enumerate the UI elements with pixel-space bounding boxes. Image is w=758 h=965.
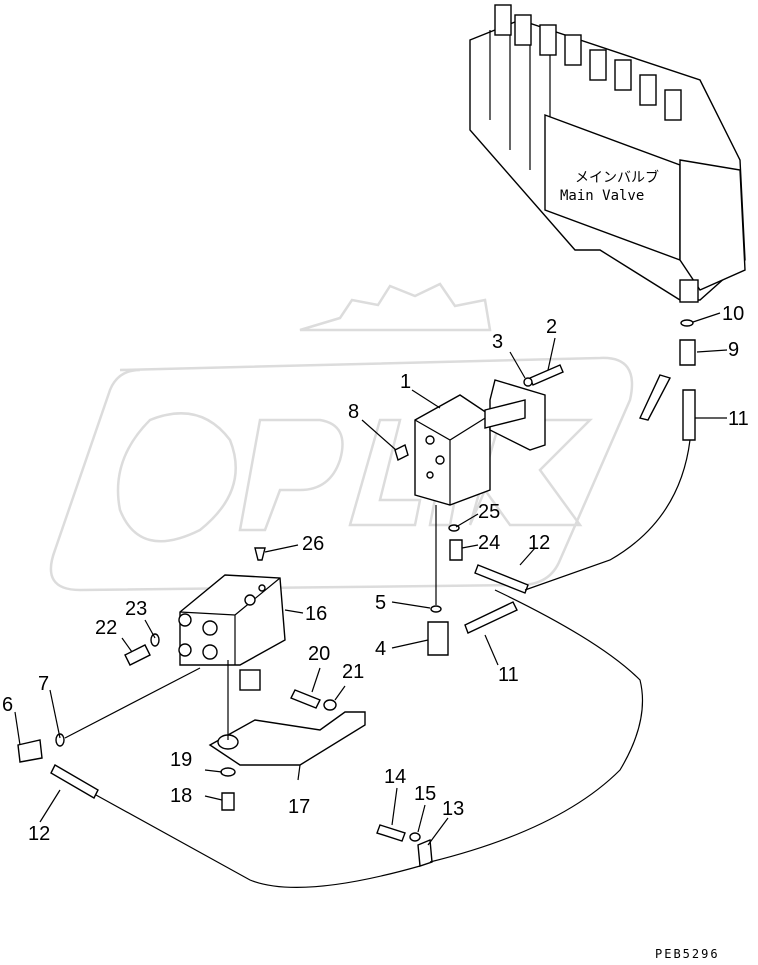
leader-lines xyxy=(14,312,728,846)
part-number-labels: 1 2 3 4 5 6 7 8 9 10 11 11 12 12 13 14 1… xyxy=(2,303,749,845)
part-label-15: 15 xyxy=(414,783,436,805)
part-label-25: 25 xyxy=(478,501,500,523)
part-label-19: 19 xyxy=(170,749,192,771)
part-label-10: 10 xyxy=(722,303,744,325)
part-label-4: 4 xyxy=(375,638,386,660)
part-label-6: 6 xyxy=(2,694,13,716)
part-label-3: 3 xyxy=(492,331,503,353)
part-label-13: 13 xyxy=(442,798,464,820)
part-label-23: 23 xyxy=(125,598,147,620)
part-label-9: 9 xyxy=(728,339,739,361)
part-label-17: 17 xyxy=(288,796,310,818)
part-label-20: 20 xyxy=(308,643,330,665)
part-label-5: 5 xyxy=(375,592,386,614)
part-label-26: 26 xyxy=(302,533,324,555)
part-label-22: 22 xyxy=(95,617,117,639)
bracket-part-17 xyxy=(208,711,366,766)
part-label-11-upper: 11 xyxy=(728,408,749,430)
part-label-8: 8 xyxy=(348,401,359,423)
main-valve-label-en: Main Valve xyxy=(560,188,644,204)
part-label-21: 21 xyxy=(342,661,364,683)
part-label-7: 7 xyxy=(38,673,49,695)
part-label-12-lower: 12 xyxy=(28,823,50,845)
part-label-16: 16 xyxy=(305,603,327,625)
part-label-11-lower: 11 xyxy=(498,664,519,686)
part-label-12-upper: 12 xyxy=(528,532,550,554)
part-label-24: 24 xyxy=(478,532,500,554)
main-valve-label-jp: メインバルブ xyxy=(575,169,659,186)
control-valve-part-16 xyxy=(178,574,286,691)
small-fittings xyxy=(17,319,696,867)
part-label-14: 14 xyxy=(384,766,406,788)
drawing-code: PEB5296 xyxy=(655,947,720,961)
part-label-2: 2 xyxy=(546,316,557,338)
valve-block-part-1 xyxy=(414,379,546,506)
main-valve-assembly: メインバルブ Main Valve xyxy=(469,4,746,303)
part-label-18: 18 xyxy=(170,785,192,807)
hose-lines xyxy=(64,439,691,888)
part-label-1: 1 xyxy=(400,371,411,393)
